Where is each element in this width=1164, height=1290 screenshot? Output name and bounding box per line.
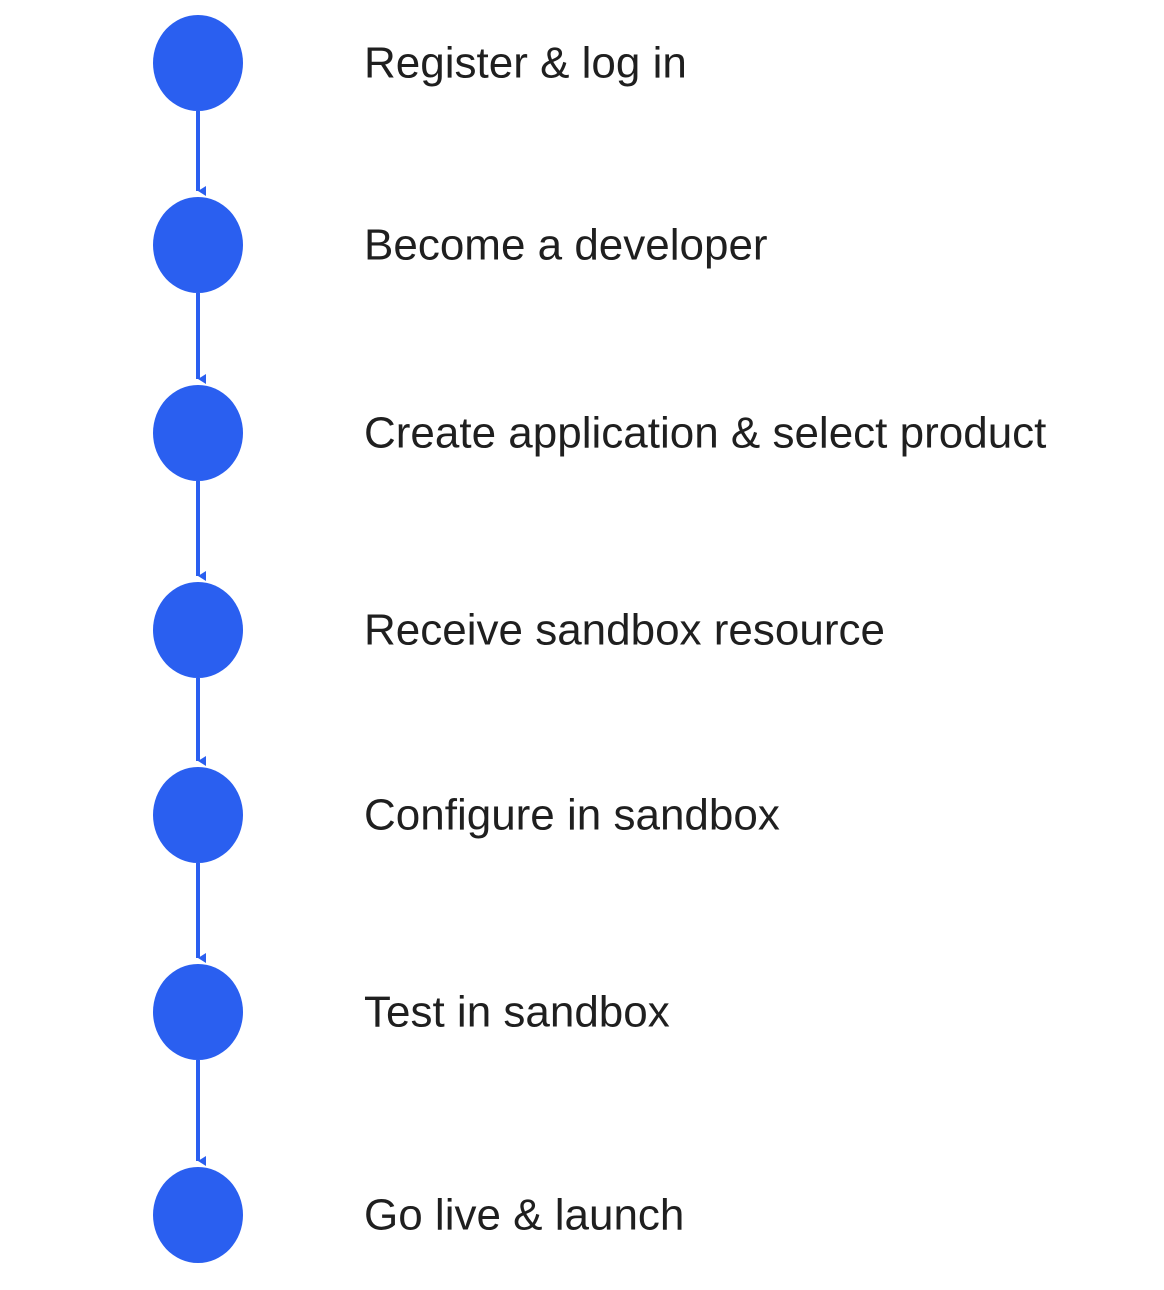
step-node-1 [153,15,243,111]
step-node-5 [153,767,243,863]
step-node-3 [153,385,243,481]
step-node-2 [153,197,243,293]
step-node-6 [153,964,243,1060]
step-label-4: Receive sandbox resource [364,606,885,655]
step-label-3: Create application & select product [364,409,1046,458]
nodes-layer [153,15,243,1263]
step-label-6: Test in sandbox [364,988,670,1037]
step-node-4 [153,582,243,678]
labels-layer: Register & log in Become a developerCreat… [364,39,1046,1240]
step-label-7: Go live & launch [364,1191,684,1240]
step-label-1: Register & log in [364,39,687,88]
step-label-5: Configure in sandbox [364,791,780,840]
step-node-7 [153,1167,243,1263]
step-label-2: Become a developer [364,221,768,270]
